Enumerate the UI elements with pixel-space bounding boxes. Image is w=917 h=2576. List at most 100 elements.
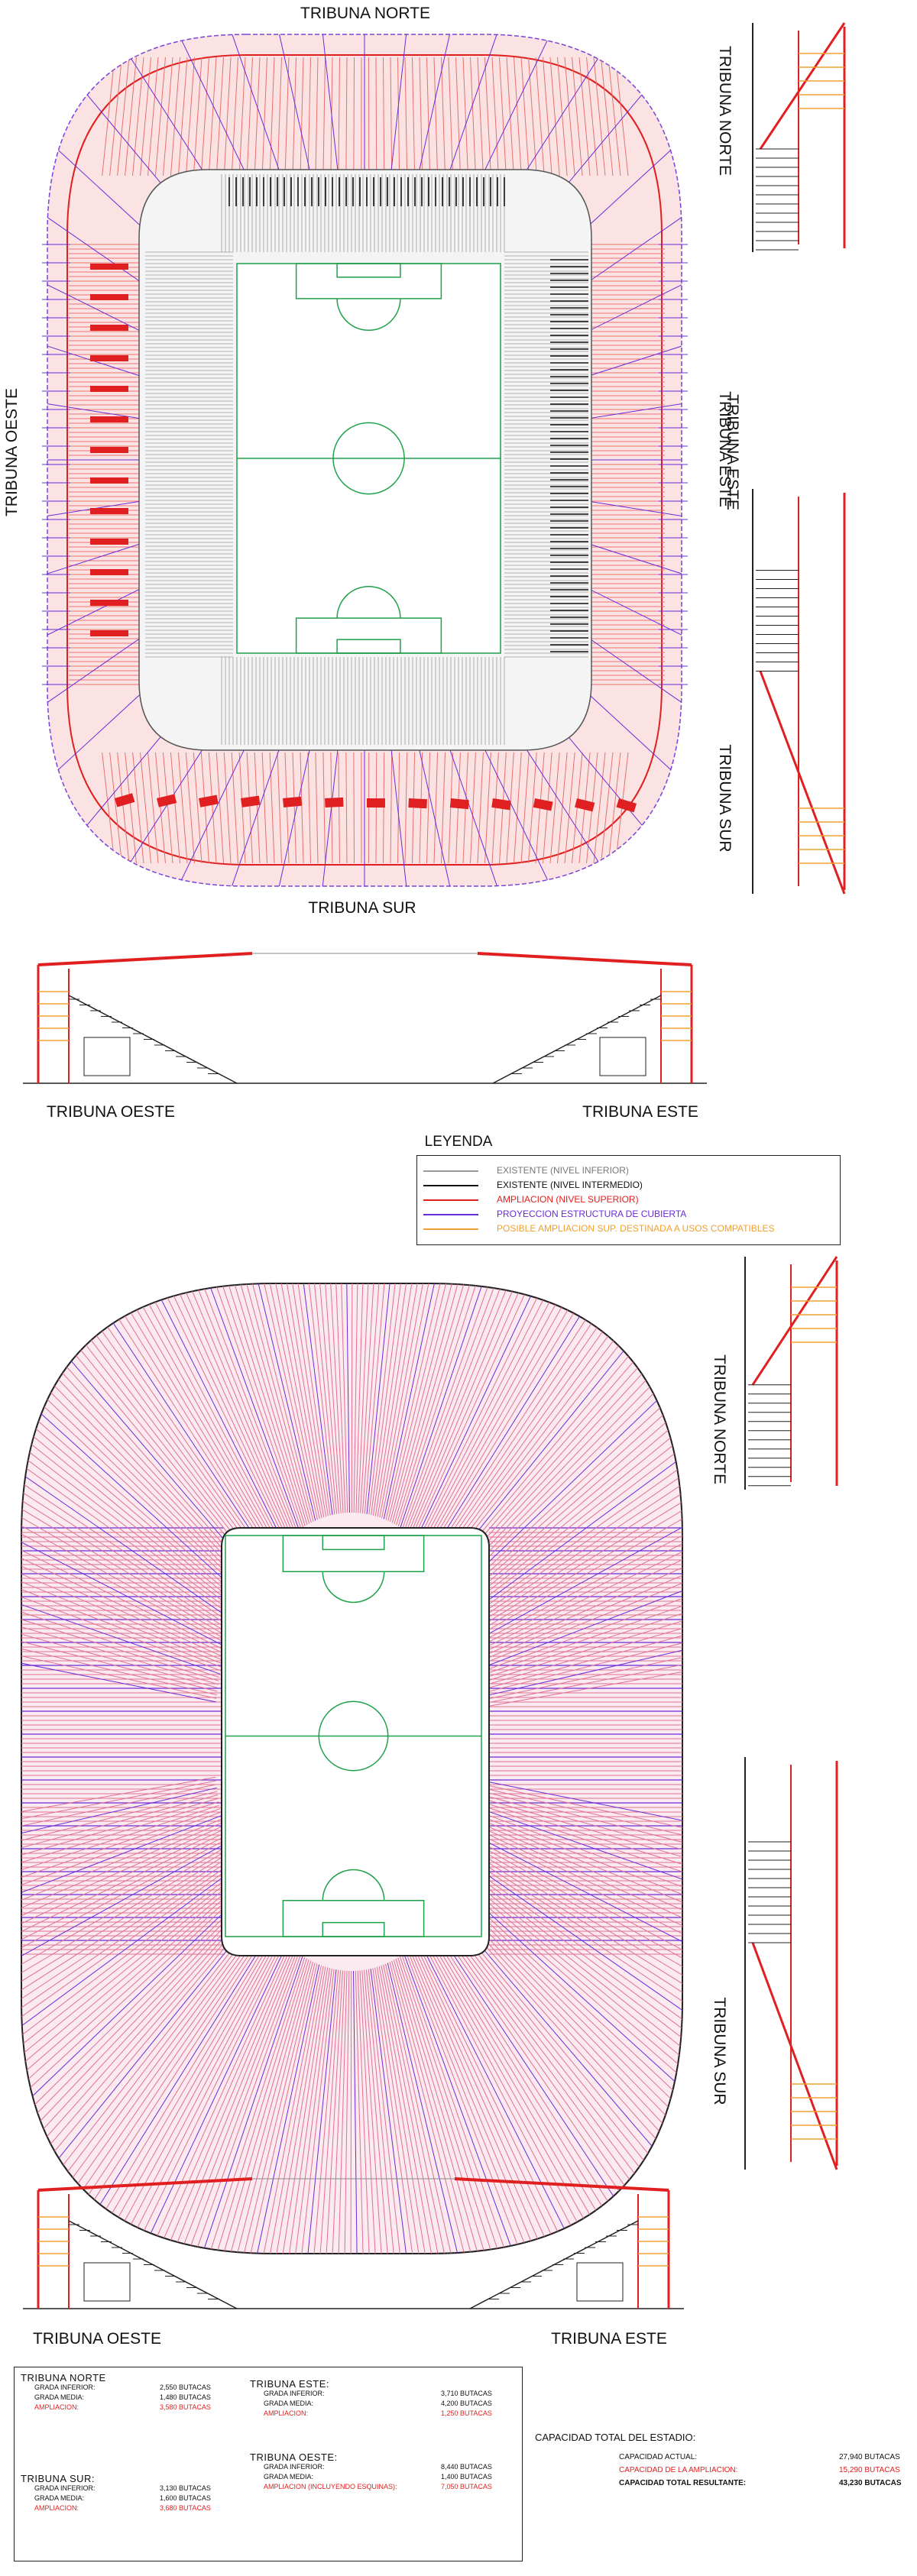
plan1-red-row-north — [109, 57, 122, 176]
plan2-row-north — [423, 1283, 672, 1547]
plan2-row-north — [482, 1506, 682, 1672]
plan2-row-north — [332, 1283, 348, 1513]
plan2-row-south — [21, 1794, 219, 1920]
plan2-row-north — [21, 1283, 264, 1565]
plan2-row-north — [425, 1283, 681, 1549]
plan2-row-south — [170, 1960, 312, 2254]
plan2-row-north — [21, 1458, 224, 1658]
plan2-row-north — [416, 1283, 640, 1540]
plan1-red-row-north — [506, 57, 514, 176]
plan2-row-north — [21, 1283, 244, 1602]
capacity-row-label: AMPLIACION (INCLUYENDO ESQUINAS): — [264, 2483, 397, 2490]
plan1-red-vomitory-south — [199, 794, 219, 807]
plan2-row-south — [21, 1875, 241, 2190]
plan2-row-north — [413, 1283, 630, 1539]
plan2-row-south — [372, 1968, 447, 2254]
plan2-row-north — [457, 1283, 682, 1597]
plan2-row-south — [443, 1911, 682, 2254]
plan2-row-north — [118, 1283, 300, 1530]
plan2-row-south — [21, 1866, 237, 2160]
plan2-row-north — [397, 1283, 560, 1527]
plan2-row-north — [430, 1283, 682, 1555]
plan1-red-vomitory-south — [449, 798, 469, 810]
plan1-red-row-north — [586, 57, 598, 176]
plan2-row-north — [385, 1283, 505, 1520]
plan2-row-south — [39, 1938, 282, 2254]
capacity-row-value: 1,600 BUTACAS — [160, 2494, 211, 2502]
plan2-row-north — [461, 1283, 682, 1605]
plan2-row-north — [467, 1333, 682, 1620]
capacity-row: GRADA MEDIA:1,480 BUTACAS — [21, 2393, 250, 2403]
legend-title: LEYENDA — [425, 1134, 493, 1150]
plan2-row-south — [378, 1966, 475, 2254]
plan2-row-north — [446, 1283, 682, 1575]
section2-rake-east — [469, 2220, 639, 2309]
section-south-top-roof-truss — [759, 670, 846, 895]
plan1-red-row-south — [193, 752, 203, 864]
capacity-summary-row: CAPACIDAD TOTAL RESULTANTE:43,230 BUTACA… — [619, 2479, 902, 2490]
plan1-red-row-north — [441, 57, 446, 176]
section-south-bottom-roof-truss — [751, 1942, 838, 2170]
plan2-row-south — [21, 1915, 263, 2254]
plan2-row-north — [484, 1564, 682, 1689]
plan2-row-south — [340, 1970, 350, 2254]
plan2-row-south — [432, 1927, 682, 2254]
plan2-row-south — [160, 1960, 309, 2254]
plan1-red-row-south — [433, 752, 439, 864]
plan1-red-row-north — [246, 57, 253, 176]
plan2-row-north — [163, 1283, 310, 1524]
plan2-row-south — [31, 1937, 280, 2254]
plan2-row-south — [393, 1960, 540, 2254]
plan2-row-north — [360, 1283, 392, 1513]
plan2-row-south — [364, 1969, 409, 2254]
plan1-red-row-south — [608, 752, 621, 864]
plan1-red-row-north — [455, 57, 461, 176]
capacity-row-label: GRADA INFERIOR: — [264, 2463, 325, 2471]
plan1-red-row-south — [412, 752, 416, 864]
plan2-row-north — [487, 1611, 682, 1704]
section-right-bottom-label-north: TRIBUNA NORTE — [711, 1354, 728, 1484]
plan2-row-south — [415, 1944, 637, 2254]
plan2-row-south — [21, 1787, 217, 1896]
plan2-row-south — [311, 1970, 343, 2254]
plan2-row-south — [452, 1895, 682, 2254]
plan2-row-north — [410, 1283, 614, 1535]
plan1-red-row-north — [208, 57, 217, 176]
plan2-row-north — [21, 1301, 240, 1610]
plan2-row-south — [424, 1935, 679, 2254]
plan2-row-south — [21, 1928, 273, 2254]
section1-label-east: TRIBUNA ESTE — [582, 1103, 698, 1121]
plan2-row-south — [401, 1954, 576, 2254]
plan1-red-row-south — [564, 752, 575, 864]
pitch-goal-area-south — [322, 1921, 385, 1937]
plan2-row-south — [480, 1823, 682, 2014]
plan1-red-row-north — [200, 57, 209, 176]
plan2-row-north — [400, 1283, 569, 1528]
plan1-red-row-south — [102, 752, 115, 864]
plan2-row-north — [485, 1576, 682, 1693]
legend-swatch — [423, 1170, 478, 1172]
plan2-row-south — [387, 1963, 513, 2254]
plan2-row-south — [21, 1845, 229, 2088]
plan1-red-vomitory-west — [90, 600, 128, 606]
plan1-red-row-south — [375, 752, 377, 864]
plan2-row-south — [21, 1884, 245, 2219]
plan2-row-north — [364, 1283, 411, 1514]
plan2-row-north — [219, 1283, 322, 1519]
legend-item-label: EXISTENTE (NIVEL INFERIOR) — [497, 1165, 629, 1176]
plan2-row-south — [21, 1784, 217, 1885]
plan2-row-north — [21, 1321, 238, 1616]
plan2-row-north — [228, 1283, 325, 1518]
legend-swatch — [423, 1214, 478, 1215]
plan2-row-south — [235, 1966, 326, 2254]
plan2-row-north — [394, 1283, 543, 1524]
section-right-bottom-label-south: TRIBUNA SUR — [711, 1997, 728, 2105]
plan1-red-row-north — [397, 57, 400, 176]
plan1-red-vomitory-south — [491, 798, 511, 811]
plan2-row-south — [433, 1924, 682, 2254]
plan2-row-south — [361, 1970, 399, 2254]
plan2-row-south — [225, 1966, 324, 2254]
plan1-red-row-north — [238, 57, 246, 176]
plan2-row-north — [471, 1364, 682, 1629]
plan2-row-north — [41, 1283, 283, 1545]
